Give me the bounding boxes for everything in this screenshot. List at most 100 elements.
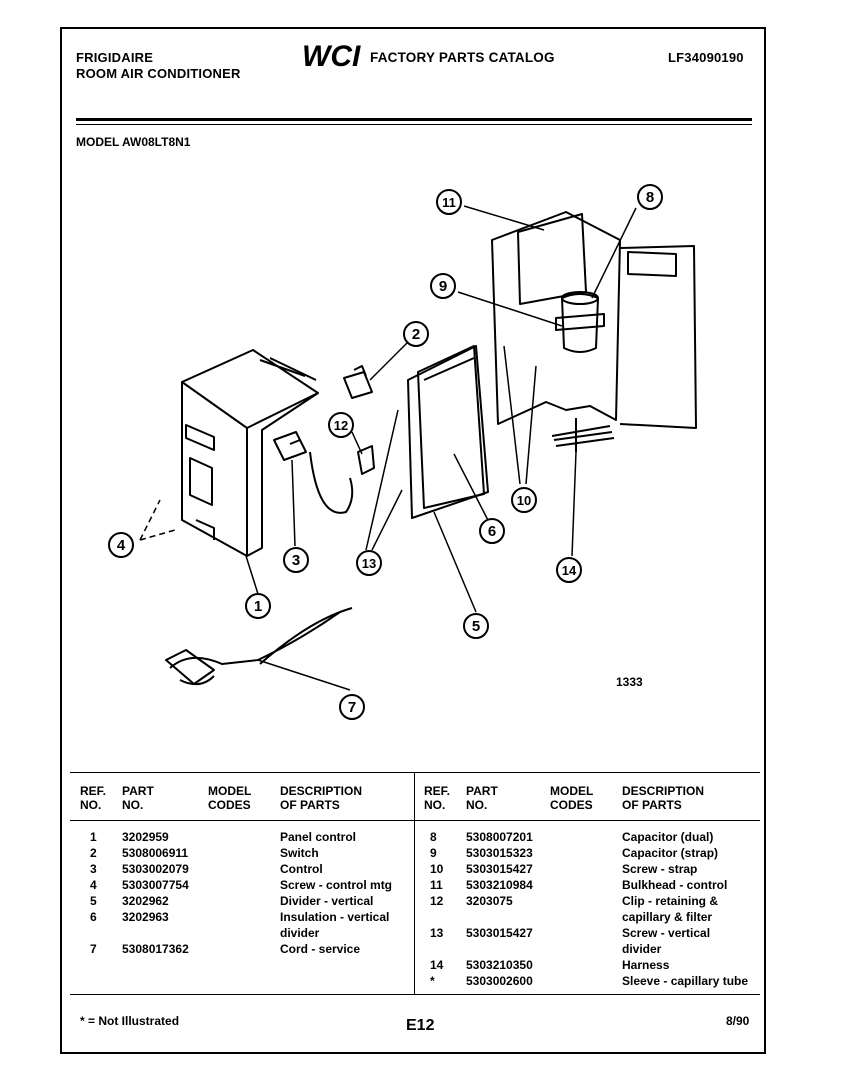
callout-14	[556, 557, 582, 583]
callout-4	[108, 532, 134, 558]
page-number: E12	[406, 1017, 435, 1034]
left-desc: Switch	[280, 846, 319, 860]
left-part: 5308006911	[122, 846, 189, 860]
right-desc: divider	[622, 942, 662, 956]
bulkhead-part	[491, 211, 621, 425]
left-desc: Control	[280, 862, 323, 876]
right-desc: Screw - strap	[622, 862, 698, 876]
left-ref: 1	[90, 830, 97, 844]
wci-logo-text: WCI	[302, 40, 361, 72]
divider-part	[407, 345, 489, 519]
callout-label-4: 4	[117, 537, 126, 554]
left-desc: Divider - vertical	[280, 894, 374, 908]
callout-label-10: 10	[517, 493, 531, 508]
callout-label-14: 14	[562, 563, 577, 578]
control-panel-part	[181, 349, 319, 557]
left-ref: 2	[90, 846, 97, 860]
callout-label-6: 6	[488, 523, 496, 540]
right-part: 3203075	[466, 894, 513, 908]
right-part: 5308007201	[466, 830, 533, 844]
left-part: 3202963	[122, 910, 169, 924]
callout-1	[245, 593, 271, 619]
callout-6	[479, 518, 505, 544]
right-ref: 8	[430, 830, 437, 844]
left-part: 5303002079	[122, 862, 189, 876]
right-desc: Sleeve - capillary tube	[622, 974, 749, 988]
right-desc: Capacitor (dual)	[622, 830, 714, 844]
callout-13	[356, 550, 382, 576]
callout-label-3: 3	[292, 552, 300, 569]
right-desc: capillary & filter	[622, 910, 713, 924]
right-ref: 13	[430, 926, 444, 940]
callout-label-9: 9	[439, 278, 447, 295]
callout-label-8: 8	[646, 189, 654, 206]
right-part: 5303015427	[466, 926, 533, 940]
clip-part	[357, 445, 375, 475]
table-top-rule	[70, 772, 760, 773]
callout-12	[328, 412, 354, 438]
callout-10	[511, 487, 537, 513]
right-desc: Capacitor (strap)	[622, 846, 719, 860]
left-desc: Insulation - vertical	[280, 910, 390, 924]
revision-date: 8/90	[726, 1014, 750, 1028]
capacitor-part	[561, 293, 599, 353]
callout-label-2: 2	[412, 326, 420, 343]
callout-7	[339, 694, 365, 720]
right-part: 5303015323	[466, 846, 533, 860]
right-part: 5303210350	[466, 958, 533, 972]
callout-label-13: 13	[362, 556, 376, 571]
callout-5	[463, 613, 489, 639]
header-ref-right: REF.NO.	[424, 784, 451, 812]
left-ref: 5	[90, 894, 97, 908]
right-part: 5303210984	[466, 878, 533, 892]
wci-logo: WCI	[302, 40, 361, 72]
left-part: 3202959	[122, 830, 169, 844]
callout-label-11: 11	[442, 195, 456, 210]
right-ref: 14	[430, 958, 444, 972]
product-name: ROOM AIR CONDITIONER	[76, 66, 241, 81]
brand-name: FRIGIDAIRE	[76, 50, 154, 65]
left-desc: Panel control	[280, 830, 357, 844]
right-ref: 11	[430, 878, 443, 892]
left-ref: 6	[90, 910, 97, 924]
harness-part	[551, 418, 615, 452]
left-part: 5303007754	[122, 878, 189, 892]
header-ref: REF.NO.	[80, 784, 107, 812]
left-part: 5308017362	[122, 942, 189, 956]
right-ref: *	[430, 974, 435, 988]
header-rule-thin	[76, 124, 752, 125]
callout-label-1: 1	[254, 598, 262, 615]
table-divider	[414, 772, 415, 994]
right-desc: Harness	[622, 958, 670, 972]
left-ref: 3	[90, 862, 97, 876]
cord-part	[169, 607, 353, 686]
callout-label-5: 5	[472, 618, 480, 635]
header-rule-thick	[76, 118, 752, 121]
table-header-rule	[70, 820, 760, 821]
left-desc: divider	[280, 926, 320, 940]
footnote: * = Not Illustrated	[80, 1014, 180, 1028]
figure-number: 1333	[616, 675, 643, 689]
right-part: 5303002600	[466, 974, 533, 988]
left-desc: Screw - control mtg	[280, 878, 393, 892]
catalog-title: FACTORY PARTS CATALOG	[370, 50, 555, 65]
callout-2	[403, 321, 429, 347]
right-desc: Clip - retaining &	[622, 894, 718, 908]
page-border	[60, 27, 766, 1054]
switch-part	[343, 371, 373, 399]
left-desc: Cord - service	[280, 942, 361, 956]
right-ref: 9	[430, 846, 437, 860]
right-desc: Bulkhead - control	[622, 878, 728, 892]
callout-label-12: 12	[334, 418, 348, 433]
callout-11	[436, 189, 462, 215]
callout-9	[430, 273, 456, 299]
right-part: 5303015427	[466, 862, 533, 876]
callout-8	[637, 184, 663, 210]
